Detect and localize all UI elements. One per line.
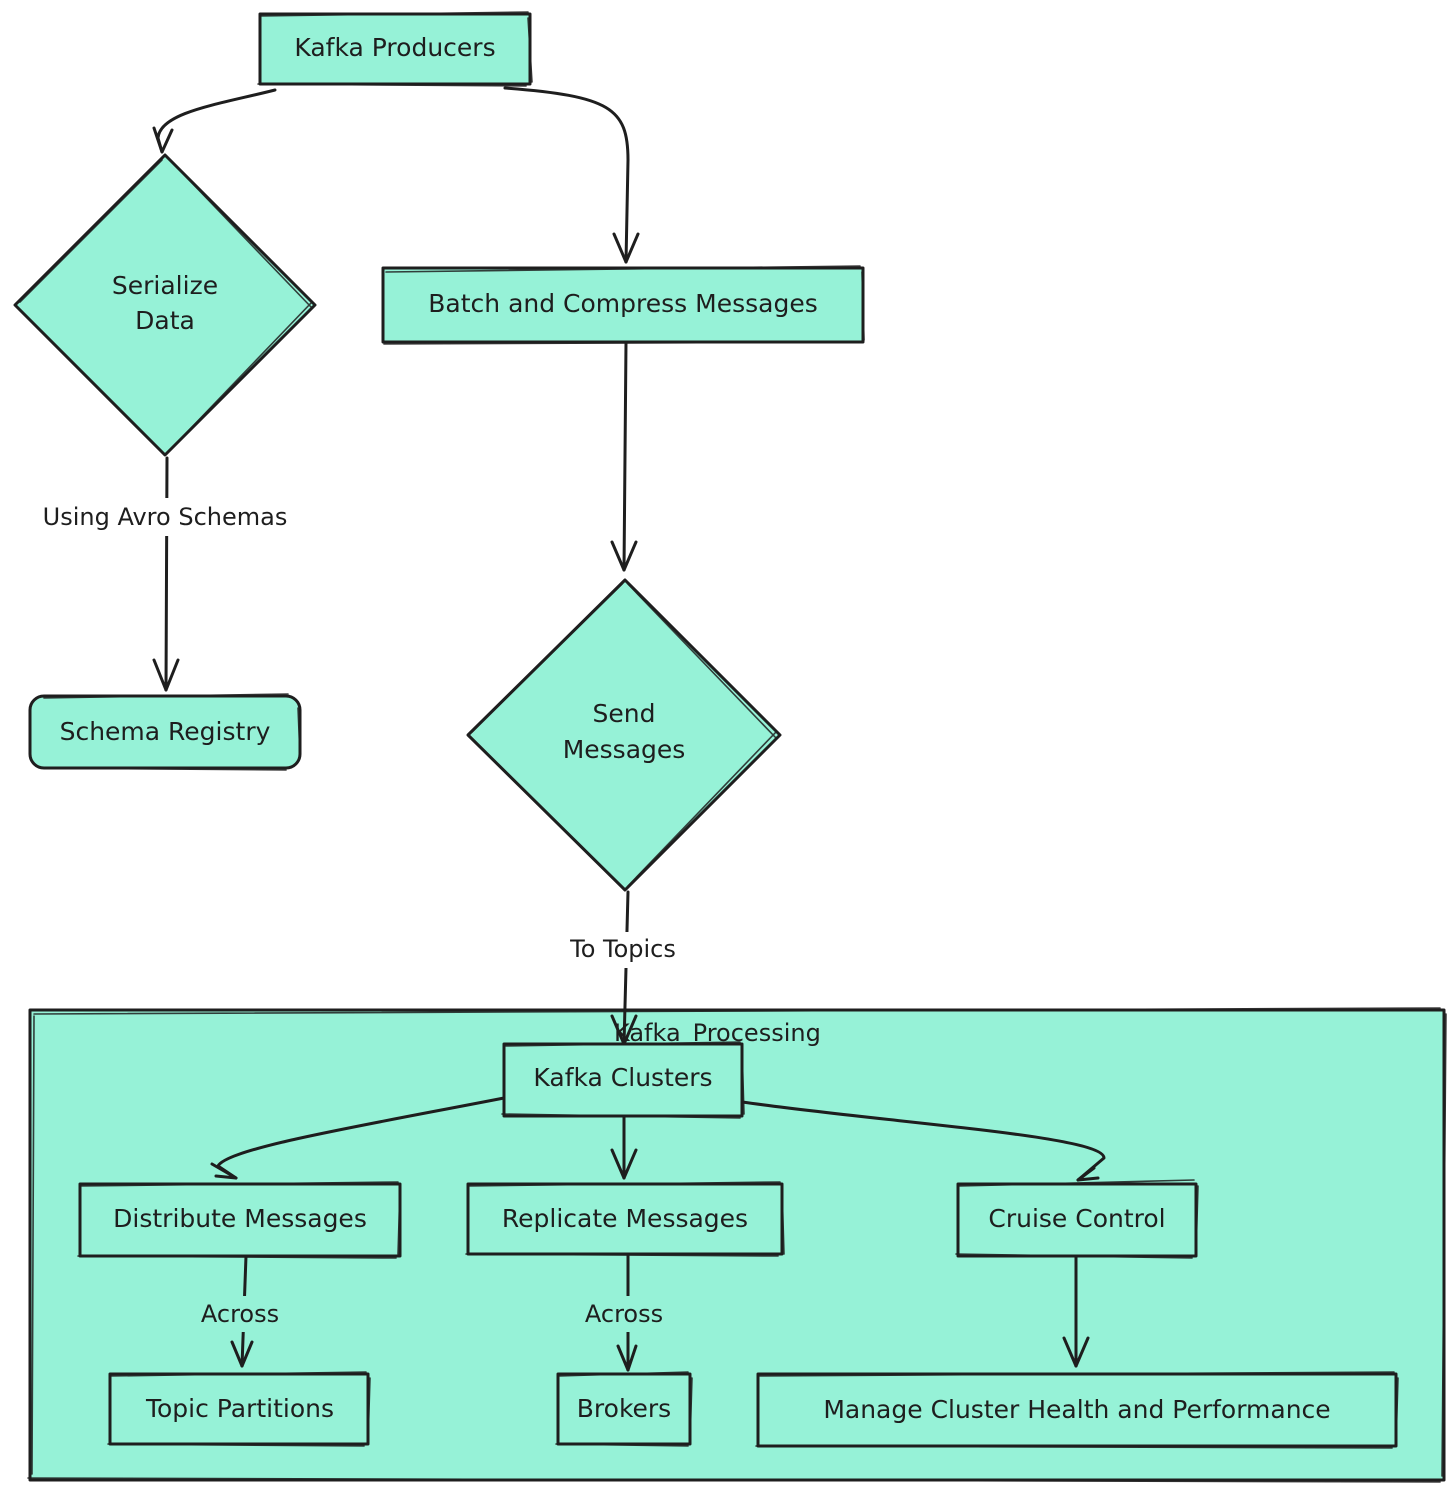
arrowhead-partitions bbox=[230, 1340, 254, 1368]
arrowhead-registry bbox=[152, 658, 180, 692]
node-batch-compress[interactable]: Batch and Compress Messages bbox=[381, 265, 865, 345]
edge-producers-to-batch bbox=[503, 86, 630, 264]
node-topic-partitions[interactable]: Topic Partitions bbox=[107, 1371, 371, 1447]
node-label-cruise-control: Cruise Control bbox=[988, 1204, 1165, 1233]
edge-labels: Using Avro Schemas To Topics Across Acro… bbox=[30, 498, 694, 1332]
arrowhead-manage bbox=[1062, 1336, 1090, 1368]
edge-batch-to-send bbox=[622, 340, 628, 572]
edge-label-using-avro: Using Avro Schemas bbox=[43, 503, 288, 531]
node-label-manage-cluster: Manage Cluster Health and Performance bbox=[823, 1395, 1330, 1424]
arrowhead-serialize bbox=[152, 126, 174, 154]
node-label-kafka-clusters: Kafka Clusters bbox=[533, 1063, 712, 1092]
edges bbox=[152, 86, 1106, 1372]
node-label-replicate: Replicate Messages bbox=[502, 1204, 748, 1233]
node-label-brokers: Brokers bbox=[577, 1394, 671, 1423]
arrowhead-send bbox=[610, 540, 638, 572]
node-schema-registry[interactable]: Schema Registry bbox=[28, 693, 302, 771]
node-replicate-messages[interactable]: Replicate Messages bbox=[465, 1181, 785, 1257]
node-brokers[interactable]: Brokers bbox=[555, 1371, 693, 1447]
node-kafka-producers[interactable]: Kafka Producers bbox=[257, 11, 533, 87]
node-label-send-line2: Messages bbox=[563, 735, 686, 764]
edge-clusters-to-cruise bbox=[740, 1100, 1106, 1182]
node-serialize-data[interactable]: Serialize Data bbox=[13, 153, 317, 457]
node-label-kafka-producers: Kafka Producers bbox=[294, 33, 495, 62]
edge-producers-to-serialize bbox=[156, 88, 277, 154]
node-manage-cluster[interactable]: Manage Cluster Health and Performance bbox=[755, 1371, 1399, 1449]
arrowhead-batch bbox=[612, 232, 640, 264]
node-label-topic-partitions: Topic Partitions bbox=[145, 1394, 334, 1423]
arrowhead-brokers bbox=[616, 1344, 638, 1372]
edge-clusters-to-distribute bbox=[216, 1096, 506, 1180]
edge-serialize-to-registry bbox=[164, 456, 169, 692]
node-distribute-messages[interactable]: Distribute Messages bbox=[77, 1181, 402, 1259]
arrowhead-cruise bbox=[1076, 1166, 1100, 1182]
node-label-distribute: Distribute Messages bbox=[113, 1204, 367, 1233]
node-cruise-control[interactable]: Cruise Control bbox=[955, 1179, 1199, 1259]
node-label-serialize-line2: Data bbox=[135, 306, 195, 335]
arrowhead-replicate bbox=[610, 1148, 638, 1180]
node-label-serialize-line1: Serialize bbox=[112, 271, 218, 300]
node-label-send-line1: Send bbox=[593, 699, 656, 728]
arrowhead-distribute bbox=[210, 1162, 238, 1180]
edge-label-across-partitions: Across bbox=[201, 1300, 279, 1328]
edge-label-to-topics: To Topics bbox=[569, 935, 676, 963]
node-kafka-clusters[interactable]: Kafka Clusters bbox=[501, 1041, 745, 1119]
node-label-batch-compress: Batch and Compress Messages bbox=[428, 289, 817, 318]
node-label-schema-registry: Schema Registry bbox=[60, 717, 271, 746]
node-send-messages[interactable]: Send Messages bbox=[466, 578, 782, 892]
edge-label-across-brokers: Across bbox=[585, 1300, 663, 1328]
